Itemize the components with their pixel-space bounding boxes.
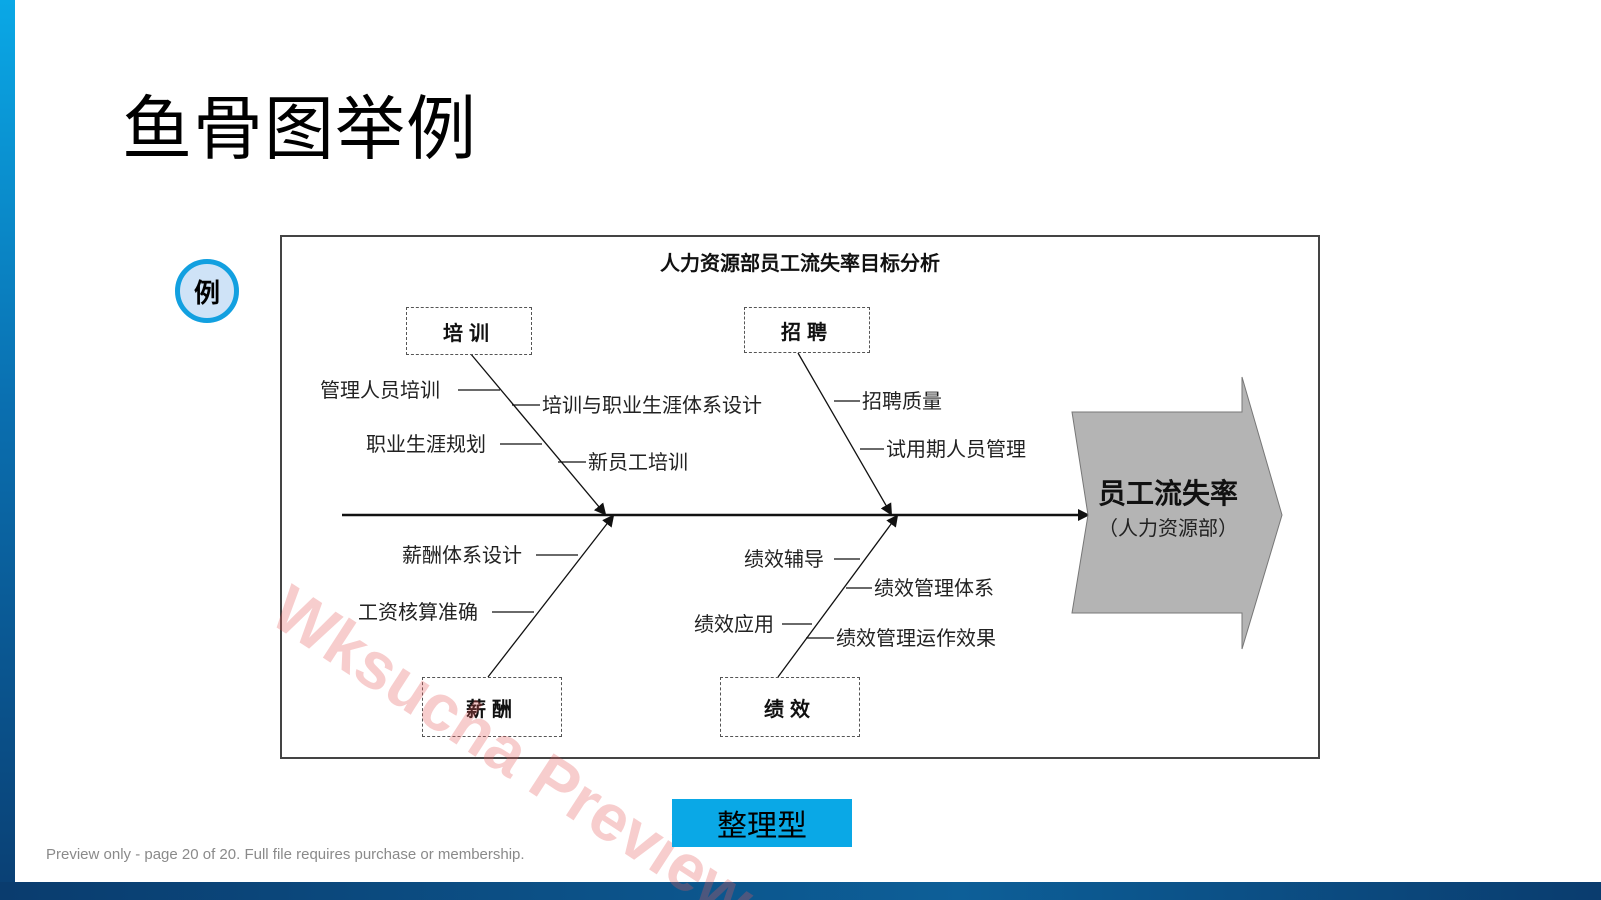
cause-label: 绩效辅导 <box>744 547 824 571</box>
category-box-training: 培训 <box>406 307 532 355</box>
cause-label: 绩效管理运作效果 <box>836 626 996 650</box>
left-accent-bar <box>0 0 15 900</box>
cause-label: 绩效管理体系 <box>874 576 994 600</box>
cause-label: 绩效应用 <box>694 612 774 636</box>
bone-recruitment <box>797 352 893 516</box>
category-box-performance: 绩效 <box>720 677 860 737</box>
cause-label: 职业生涯规划 <box>366 432 486 456</box>
bone-salary <box>487 514 615 678</box>
effect-title: 员工流失率 <box>1097 477 1238 510</box>
fishbone-lines <box>342 352 1283 678</box>
category-box-salary: 薪酬 <box>422 677 562 737</box>
cause-label: 薪酬体系设计 <box>402 543 522 567</box>
footer-note: Preview only - page 20 of 20. Full file … <box>46 846 525 863</box>
bone-training <box>469 352 607 516</box>
cause-label: 培训与职业生涯体系设计 <box>542 393 762 417</box>
bone-performance <box>777 514 899 678</box>
effect-subtitle: （人力资源部） <box>1098 516 1238 540</box>
bottom-divider <box>15 879 1601 882</box>
type-tag: 整理型 <box>672 799 852 847</box>
diagram-title: 人力资源部员工流失率目标分析 <box>660 251 940 275</box>
cause-label: 招聘质量 <box>862 389 942 413</box>
cause-label: 试用期人员管理 <box>886 437 1026 461</box>
cause-label: 管理人员培训 <box>320 378 440 402</box>
effect-arrow <box>1071 376 1283 650</box>
cause-label: 新员工培训 <box>588 450 688 474</box>
bottom-accent-bar <box>0 882 1601 900</box>
cause-label: 工资核算准确 <box>358 600 478 624</box>
fishbone-diagram: 人力资源部员工流失率目标分析 培训 招聘 薪酬 绩效 管理人员培训 培训与职业生… <box>280 235 1320 759</box>
page-title: 鱼骨图举例 <box>122 88 477 170</box>
example-badge: 例 <box>175 259 239 323</box>
category-box-recruitment: 招聘 <box>744 307 870 353</box>
